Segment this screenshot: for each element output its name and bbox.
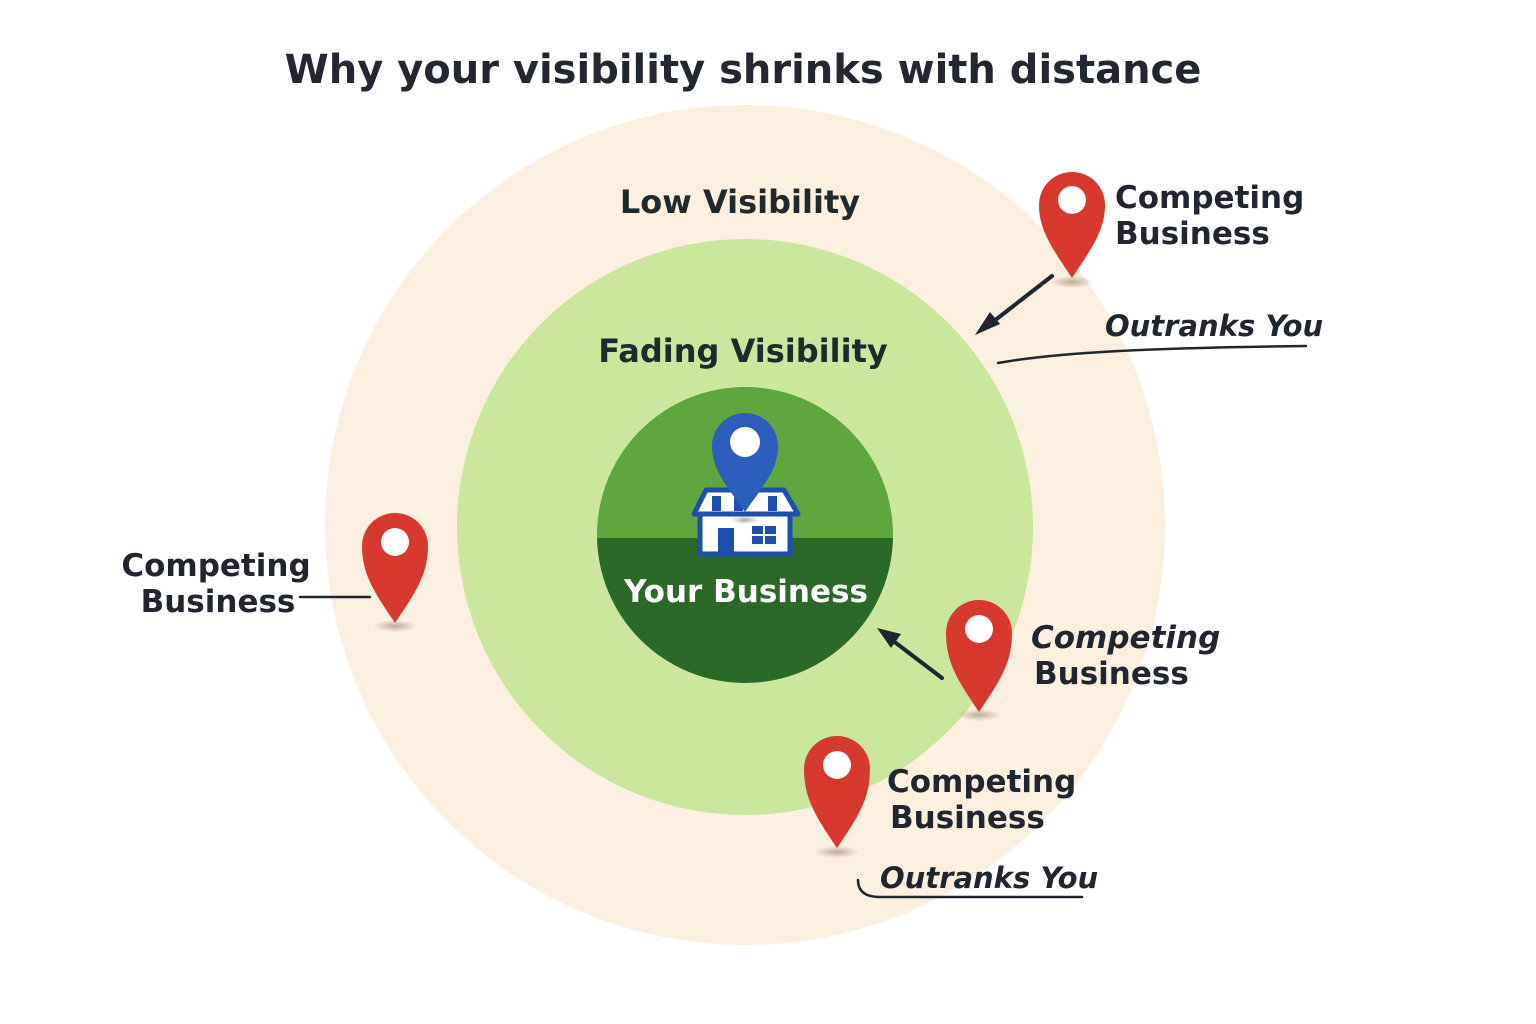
arrowhead-icon — [975, 312, 1000, 335]
low-visibility-label: Low Visibility — [620, 183, 860, 221]
competitor-pin-icon — [946, 600, 1012, 721]
competitor-label: Competing — [1031, 620, 1220, 656]
underline-stroke — [996, 344, 1308, 365]
your-business-label: Your Business — [623, 574, 868, 610]
competitor-label: Business — [1034, 656, 1189, 692]
diagram-title: Why your visibility shrinks with distanc… — [285, 47, 1202, 93]
competitor-label: Business — [890, 800, 1045, 836]
fading-visibility-label: Fading Visibility — [598, 332, 888, 370]
competitor-label: Competing — [887, 764, 1076, 800]
outranks-you-label: Outranks You — [880, 861, 1098, 895]
outranks-you-label: Outranks You — [1105, 309, 1323, 343]
competitor-label: Competing — [1115, 180, 1304, 216]
your-business-pin-icon — [712, 413, 778, 524]
arrow-icon — [886, 635, 944, 680]
arrowhead-icon — [877, 628, 901, 648]
competitor-label: Business — [1115, 216, 1270, 252]
competitor-label: Business — [141, 584, 296, 620]
arrow-icon — [983, 274, 1054, 330]
competitor-pin-icon — [362, 513, 428, 632]
underline-stroke — [856, 878, 1084, 899]
competitor-label: Competing — [121, 548, 310, 584]
competitor-pin-icon — [804, 736, 870, 858]
competitor-pin-icon — [1039, 171, 1106, 288]
